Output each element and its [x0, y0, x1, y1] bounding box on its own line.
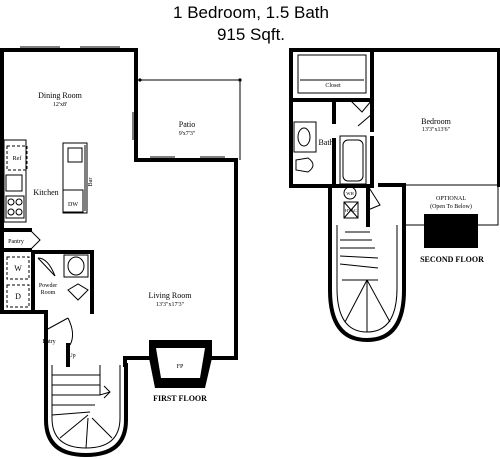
washer [6, 256, 30, 280]
dining-room-dim: 12'x8' [53, 102, 67, 108]
hvac-unit [343, 201, 359, 219]
powder-room-label-2: Room [41, 290, 56, 296]
entry-label: Entry [42, 339, 55, 345]
fireplace [149, 340, 212, 388]
powder-room-sink [63, 254, 89, 278]
first-floor-caption: FIRST FLOOR [153, 394, 207, 403]
plan-title: 1 Bedroom, 1.5 Bath [173, 3, 329, 22]
powder-room-toilet [67, 283, 89, 301]
powder-room-label-1: Powder [39, 283, 57, 289]
bath-toilet [295, 157, 314, 173]
optional-railing [424, 214, 478, 248]
first-floor-exterior-wall [0, 48, 238, 367]
second-floor-caption: SECOND FLOOR [420, 255, 484, 264]
dw-label: DW [68, 202, 78, 208]
dryer-label: D [15, 292, 21, 301]
refrigerator [6, 145, 28, 171]
stove [5, 195, 25, 219]
kitchen-counter [3, 139, 27, 223]
patio-dim: 9'x7'3" [179, 131, 196, 137]
second-floor: Closet Bath Bedroom 13'3"x13'6" WH HVAC … [289, 48, 500, 343]
dryer [6, 284, 30, 308]
bedroom-label: Bedroom [421, 117, 452, 126]
optional-label: OPTIONAL [436, 196, 466, 202]
entry-door [45, 317, 69, 331]
water-heater [343, 186, 357, 200]
dishwasher [62, 189, 84, 213]
hvac-label: HVAC [345, 208, 357, 213]
first-floor-stairs [44, 363, 128, 458]
plan-area: 915 Sqft. [217, 25, 285, 44]
sink [5, 174, 23, 192]
first-floor: Dining Room 12'x8' Patio 9'x7'3" Ref Kit… [0, 46, 242, 458]
living-room-dim: 13'3"x17'3" [156, 302, 185, 308]
wh-label: WH [346, 191, 354, 196]
second-floor-stairs [328, 223, 406, 343]
bathtub [339, 135, 367, 185]
bath-label: Bath [318, 138, 333, 147]
bar-label: Bar [88, 178, 94, 187]
fireplace-label: FP [177, 364, 184, 370]
kitchen-island [62, 142, 88, 214]
optional-sublabel: (Open To Below) [430, 203, 472, 210]
washer-label: W [14, 264, 22, 273]
up-label: Up [68, 353, 75, 359]
bedroom-dim: 13'3"x13'6" [422, 127, 451, 133]
living-room-label: Living Room [149, 291, 193, 300]
kitchen-label: Kitchen [33, 188, 58, 197]
pantry-label: Pantry [8, 239, 24, 245]
bath-vanity [293, 121, 317, 153]
closet-label: Closet [325, 83, 341, 89]
patio-label: Patio [179, 120, 195, 129]
dining-room-label: Dining Room [38, 91, 83, 100]
ref-label: Ref [13, 155, 22, 162]
